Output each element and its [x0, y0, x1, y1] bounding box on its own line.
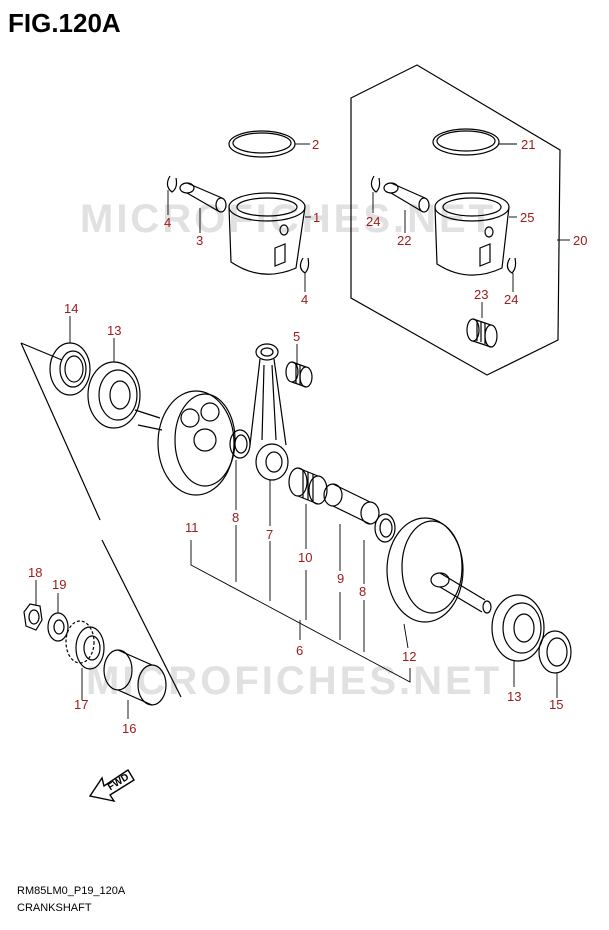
callout-8b: 8 — [359, 584, 366, 599]
needle-bearing-10 — [288, 467, 328, 505]
callout-24a: 24 — [366, 214, 380, 229]
thrust-washer-8-right — [374, 513, 396, 543]
callout-22: 22 — [397, 233, 411, 248]
oil-seal-15 — [538, 630, 572, 674]
callout-3: 3 — [196, 233, 203, 248]
piston-pin-22 — [383, 182, 430, 213]
callout-17: 17 — [74, 697, 88, 712]
connecting-rod-7 — [249, 343, 289, 481]
callout-12: 12 — [402, 649, 416, 664]
fwd-arrow-icon — [88, 769, 135, 803]
primary-gear-17 — [65, 620, 105, 670]
section-name: CRANKSHAFT — [17, 902, 92, 914]
callout-5: 5 — [293, 329, 300, 344]
model-code: RM85LM0_P19_120A — [17, 885, 126, 897]
callout-1: 1 — [313, 210, 320, 225]
callout-4a: 4 — [164, 215, 171, 230]
bearing-13-left — [87, 361, 141, 429]
piston-ring-21 — [432, 128, 500, 156]
piston-25 — [434, 192, 510, 276]
callout-9: 9 — [337, 571, 344, 586]
leader-lines — [35, 143, 570, 719]
callout-15: 15 — [549, 697, 563, 712]
crank-pin-9 — [323, 483, 380, 525]
callout-8a: 8 — [232, 510, 239, 525]
callout-20: 20 — [573, 233, 587, 248]
piston-ring-2 — [228, 130, 296, 158]
piston-pin-3 — [179, 182, 227, 213]
figure-title: FIG.120A — [8, 8, 121, 38]
crank-web-11 — [134, 390, 236, 496]
callout-7: 7 — [266, 527, 273, 542]
circlip-4-upper — [166, 175, 178, 193]
assembly-bracket-left — [20, 342, 182, 698]
needle-bearing-23 — [466, 318, 498, 348]
watermark-bottom: MICROFICHES.NET — [86, 659, 503, 703]
needle-bearing-5 — [285, 361, 313, 388]
callout-19: 19 — [52, 577, 66, 592]
kit-box-outline — [350, 64, 561, 376]
oil-seal-14 — [49, 342, 91, 396]
callout-24b: 24 — [504, 292, 518, 307]
circlip-24-lower — [506, 257, 517, 274]
callout-23: 23 — [474, 287, 488, 302]
circlip-4-lower — [299, 257, 310, 274]
callout-6: 6 — [296, 643, 303, 658]
crank-web-12 — [386, 517, 492, 623]
callout-13b: 13 — [507, 689, 521, 704]
callout-25: 25 — [520, 210, 534, 225]
callout-4b: 4 — [301, 292, 308, 307]
callout-18: 18 — [28, 565, 42, 580]
callout-14: 14 — [64, 301, 78, 316]
callout-13a: 13 — [107, 323, 121, 338]
callout-21: 21 — [521, 137, 535, 152]
nut-18 — [23, 603, 43, 631]
washer-19 — [47, 612, 69, 642]
spacer-16 — [103, 649, 167, 706]
circlip-24-upper — [370, 175, 381, 193]
callout-10: 10 — [298, 550, 312, 565]
callout-11: 11 — [185, 520, 199, 535]
callout-16: 16 — [122, 721, 136, 736]
callout-2: 2 — [312, 137, 319, 152]
thrust-washer-8-left — [229, 429, 251, 459]
bearing-13-right — [491, 594, 545, 662]
piston-1 — [228, 192, 306, 275]
